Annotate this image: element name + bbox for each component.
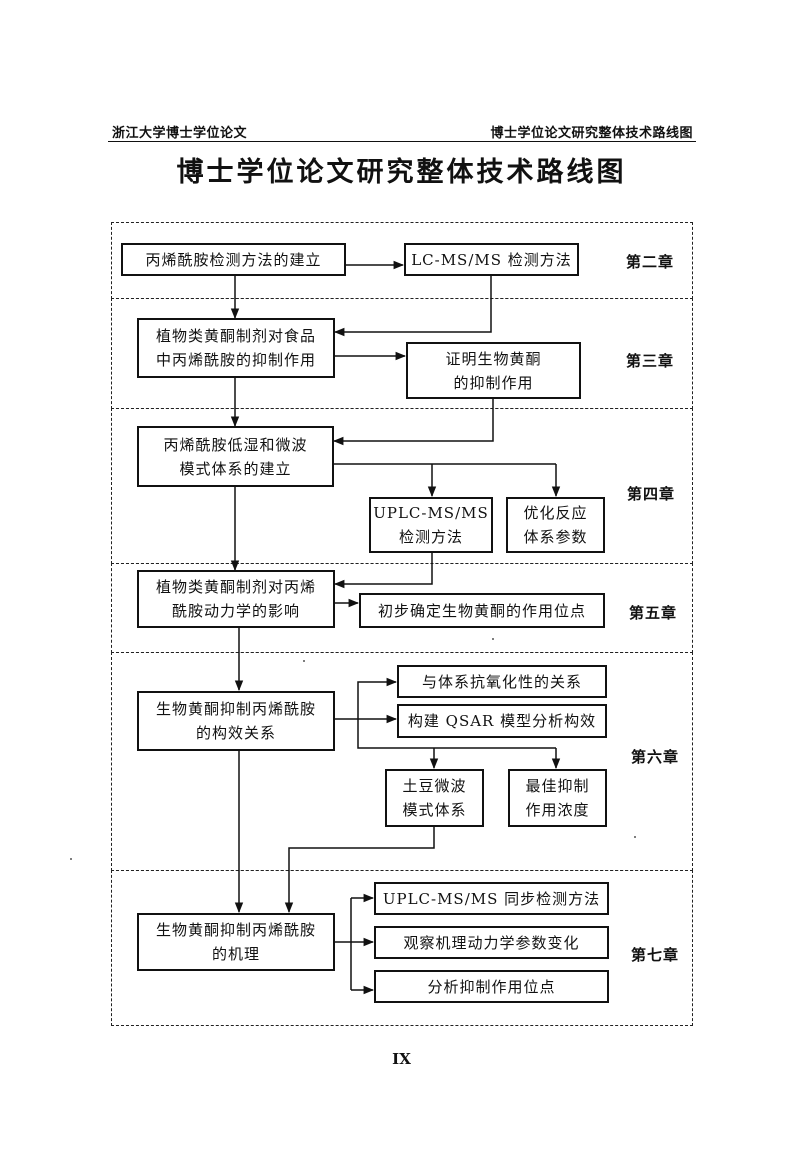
arrow-b6-b7-to-b8	[333, 553, 433, 589]
chapter-3-label: 第三章	[626, 352, 675, 370]
page-title: 博士学位论文研究整体技术路线图	[176, 157, 627, 188]
scan-speck	[70, 858, 72, 860]
box-mechanism: 生物黄酮抑制丙烯酰胺 的机理	[137, 913, 335, 971]
chapter-4-label: 第四章	[627, 485, 676, 503]
arrow-b2-to-b3	[333, 276, 492, 337]
scan-speck	[303, 660, 305, 662]
connector-b10-down	[357, 719, 556, 749]
box-lcmsms-method-label: LC-MS/MS 检测方法	[411, 250, 572, 269]
box-flavonoid-kinetics: 植物类黄酮制剂对丙烯 酰胺动力学的影响	[137, 570, 335, 628]
box-qsar-model-label: 构建 QSAR 模型分析构效	[407, 712, 597, 730]
box-mechanism-label: 生物黄酮抑制丙烯酰胺 的机理	[155, 921, 316, 963]
section-chapter-7	[111, 870, 693, 1026]
page-number: IX	[392, 1050, 411, 1068]
box-antioxidant-relation: 与体系抗氧化性的关系	[397, 665, 607, 698]
box-kinetic-parameters: 观察机理动力学参数变化	[374, 926, 609, 959]
chapter-5-label: 第五章	[629, 604, 678, 622]
box-uplc-simultaneous: UPLC-MS/MS 同步检测方法	[374, 882, 609, 915]
scan-speck	[492, 638, 494, 640]
chapter-6-label: 第六章	[631, 748, 680, 766]
box-kinetic-parameters-label: 观察机理动力学参数变化	[403, 933, 580, 952]
box-acrylamide-method-label: 丙烯酰胺检测方法的建立	[145, 250, 322, 269]
box-optimize-params: 优化反应 体系参数	[506, 497, 605, 553]
chapter-7-label: 第七章	[631, 946, 680, 964]
scan-speck	[634, 836, 636, 838]
header-rule	[108, 141, 696, 142]
box-lcmsms-method: LC-MS/MS 检测方法	[404, 243, 579, 276]
header-left-text: 浙江大学博士学位论文	[112, 126, 248, 141]
box-action-sites-prelim-label: 初步确定生物黄酮的作用位点	[377, 601, 586, 620]
box-antioxidant-relation-label: 与体系抗氧化性的关系	[421, 672, 582, 691]
box-uplc-method-label: UPLC-MS/MS 检测方法	[373, 504, 489, 546]
box-action-sites-label: 分析抑制作用位点	[427, 977, 556, 996]
arrow-b4-to-b5	[332, 398, 494, 446]
box-qsar-model: 构建 QSAR 模型分析构效	[397, 704, 607, 738]
box-optimal-concentration-label: 最佳抑制 作用浓度	[525, 777, 590, 819]
box-model-systems: 丙烯酰胺低湿和微波 模式体系的建立	[137, 426, 334, 487]
box-uplc-method: UPLC-MS/MS 检测方法	[369, 497, 493, 553]
chapter-2-label: 第二章	[626, 253, 675, 271]
header-right-text: 博士学位论文研究整体技术路线图	[490, 126, 693, 141]
box-flavonoid-inhibition-food-label: 植物类黄酮制剂对食品 中丙烯酰胺的抑制作用	[155, 327, 316, 369]
box-prove-inhibition-label: 证明生物黄酮 的抑制作用	[445, 349, 542, 392]
connector-b15-branch	[335, 898, 352, 990]
box-flavonoid-kinetics-label: 植物类黄酮制剂对丙烯 酰胺动力学的影响	[155, 578, 316, 620]
box-structure-activity: 生物黄酮抑制丙烯酰胺 的构效关系	[137, 691, 335, 751]
box-model-systems-label: 丙烯酰胺低湿和微波 模式体系的建立	[163, 435, 308, 478]
box-acrylamide-method: 丙烯酰胺检测方法的建立	[121, 243, 346, 276]
arrow-b13-b14-to-b15	[284, 827, 435, 914]
box-uplc-simultaneous-label: UPLC-MS/MS 同步检测方法	[382, 889, 601, 908]
box-action-sites-prelim: 初步确定生物黄酮的作用位点	[359, 593, 605, 628]
arrow-b10-to-b11	[357, 677, 398, 719]
box-structure-activity-label: 生物黄酮抑制丙烯酰胺 的构效关系	[155, 700, 316, 742]
box-action-sites: 分析抑制作用位点	[374, 970, 609, 1003]
box-optimize-params-label: 优化反应 体系参数	[523, 504, 588, 546]
box-flavonoid-inhibition-food: 植物类黄酮制剂对食品 中丙烯酰胺的抑制作用	[137, 318, 335, 378]
box-optimal-concentration: 最佳抑制 作用浓度	[508, 769, 607, 827]
box-potato-microwave: 土豆微波 模式体系	[385, 769, 484, 827]
box-prove-inhibition: 证明生物黄酮 的抑制作用	[406, 342, 581, 399]
box-potato-microwave-label: 土豆微波 模式体系	[402, 777, 467, 819]
